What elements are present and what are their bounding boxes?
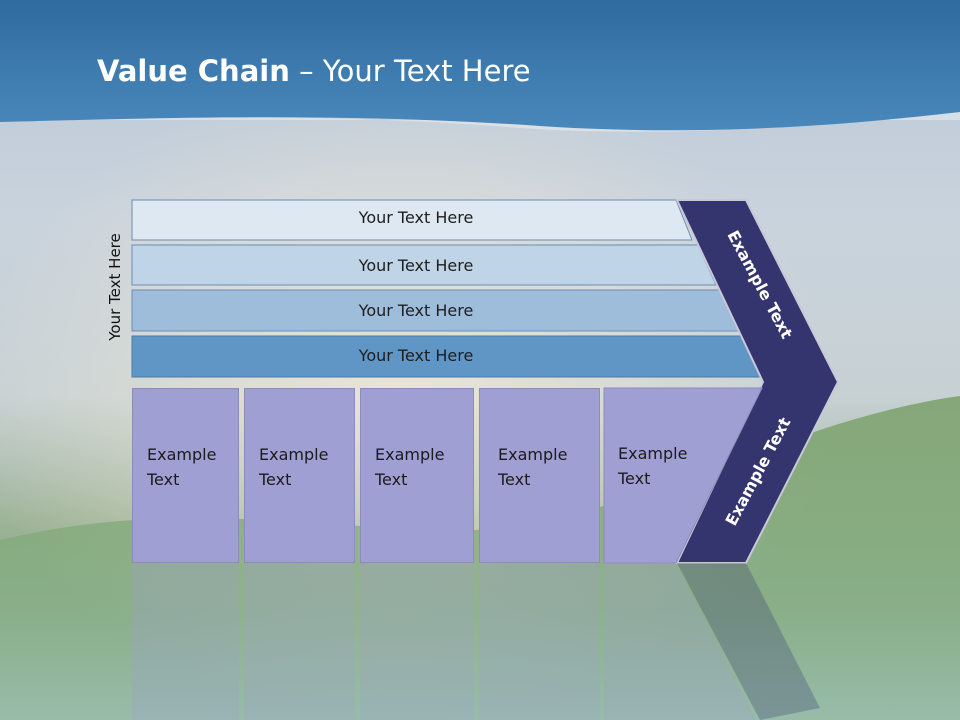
row-label-3: Your Text Here bbox=[358, 301, 474, 320]
row-label-4: Your Text Here bbox=[358, 346, 474, 365]
row-band-2 bbox=[131, 244, 717, 286]
title-rest: – Your Text Here bbox=[289, 54, 531, 88]
title-bold: Value Chain bbox=[97, 54, 290, 88]
box-5-shape bbox=[603, 387, 763, 564]
value-chevron bbox=[675, 199, 840, 564]
row-label-1: Your Text Here bbox=[358, 208, 474, 227]
row-label-2: Your Text Here bbox=[358, 256, 474, 275]
row-band-1 bbox=[131, 199, 693, 241]
slide-title: Value Chain – Your Text Here bbox=[97, 54, 531, 88]
